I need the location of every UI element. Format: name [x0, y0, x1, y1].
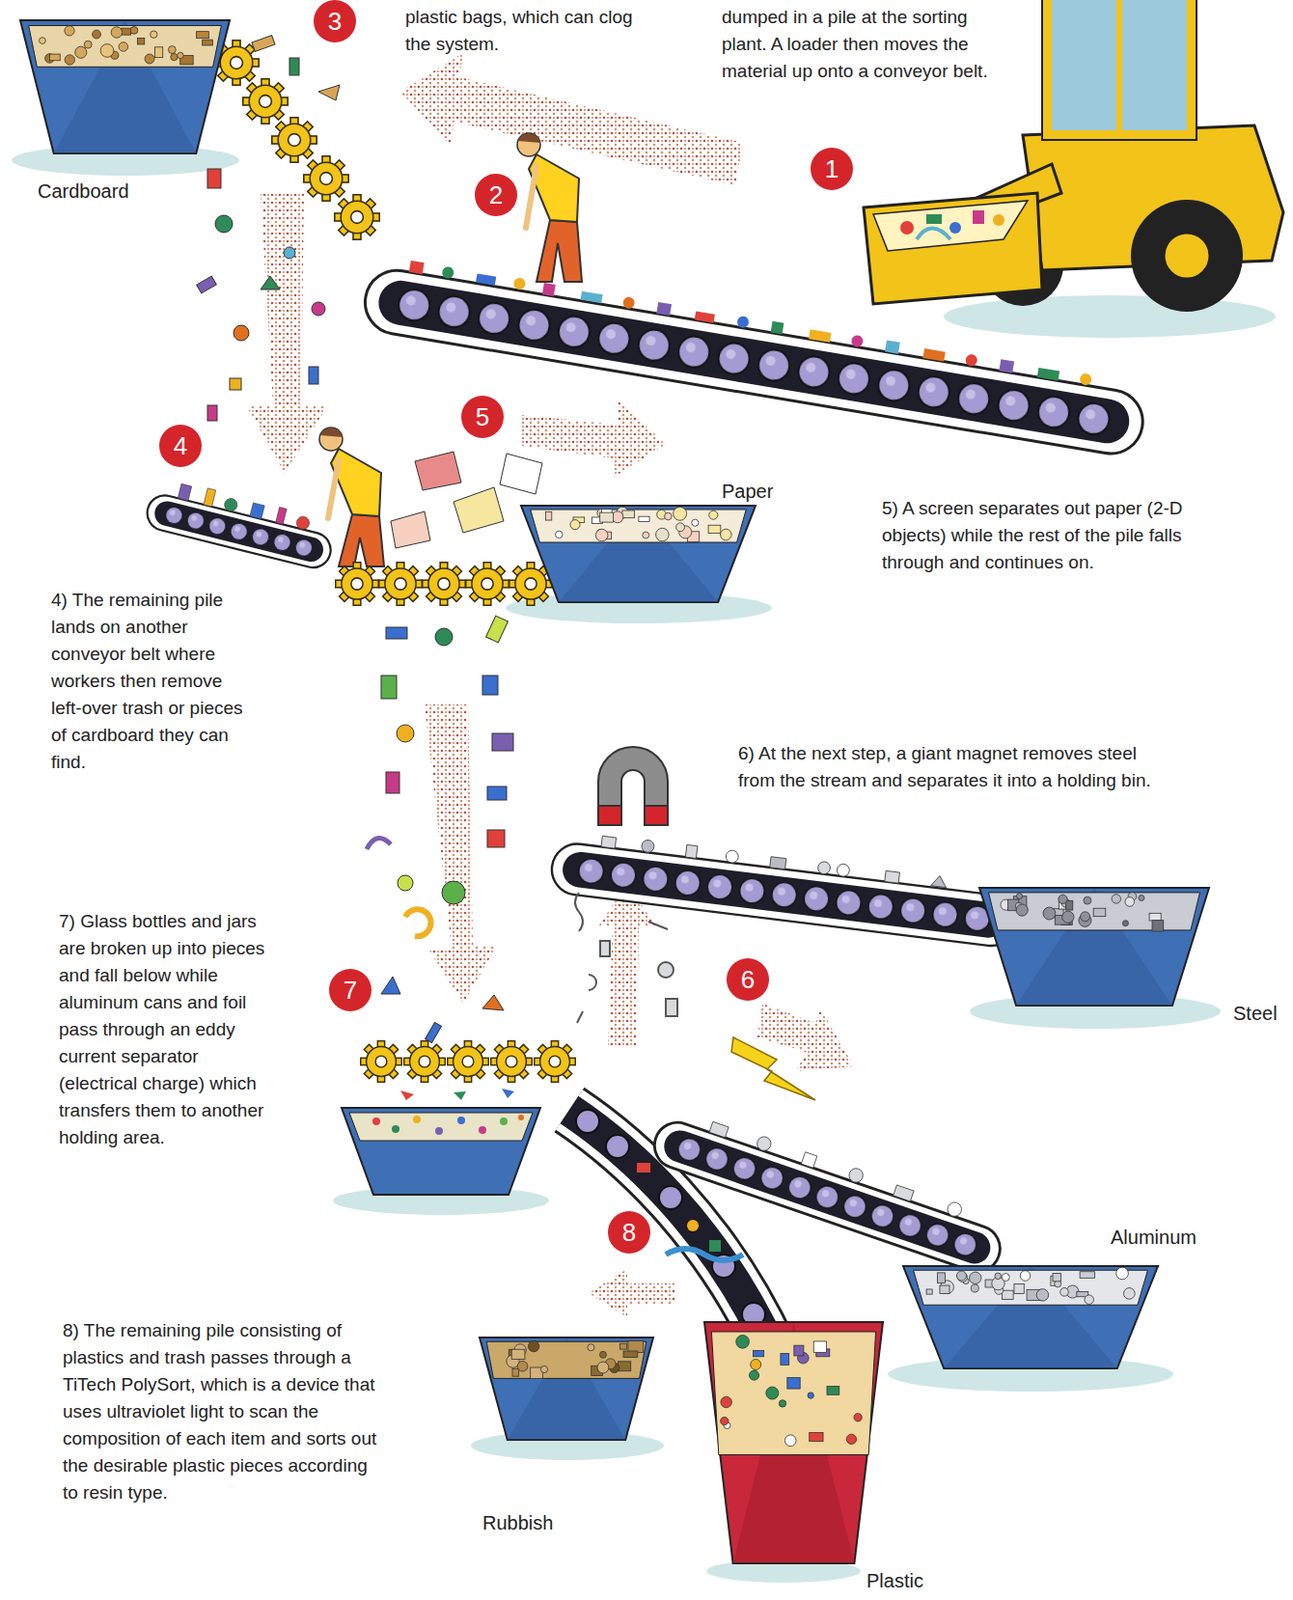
callout-number: 4: [159, 424, 202, 468]
falling-items: [196, 168, 326, 421]
bin-shape: [979, 887, 1210, 1006]
flow-arrows: [246, 53, 854, 1318]
step-note: 4) The remaining pile lands on another c…: [51, 586, 249, 776]
step-note: 8) The remaining pile consisting of plas…: [62, 1317, 386, 1507]
bin-label: Paper: [721, 479, 773, 503]
eddy-current-bolt: [731, 1037, 816, 1101]
bin-label: Aluminum: [1110, 1225, 1197, 1249]
glass-bin: [341, 1107, 541, 1195]
step-note: plastic bags, which can clog the system.: [405, 3, 647, 58]
callout-number: 6: [726, 958, 770, 1001]
callout-number: 2: [474, 173, 518, 217]
step-note: 6) At the next step, a giant magnet remo…: [738, 740, 1173, 795]
bin-shape: [479, 1337, 654, 1440]
floor-shadows: [11, 144, 1276, 1583]
callout-number: 1: [810, 147, 853, 191]
bin-shape: [704, 1321, 883, 1564]
callout-number: 3: [313, 0, 357, 43]
callout-number: 8: [607, 1210, 651, 1254]
bin-label: Plastic: [866, 1568, 924, 1593]
worker-figure: [517, 133, 582, 282]
step-note: 7) Glass bottles and jars are broken up …: [58, 907, 267, 1152]
bin-label: Rubbish: [482, 1511, 553, 1535]
collection-bin: Cardboard: [20, 20, 230, 154]
falling-items: [575, 892, 678, 1023]
collection-bin: Paper: [521, 505, 756, 603]
collection-bin: Plastic: [704, 1321, 883, 1564]
bin-label: Steel: [1233, 1001, 1278, 1025]
bin-shape: [903, 1265, 1158, 1369]
step-note: dumped in a pile at the sorting plant. A…: [721, 3, 1012, 85]
bin-shape: [20, 20, 230, 154]
conveyor-belt: [648, 1102, 1012, 1278]
collection-bin: Rubbish: [479, 1337, 654, 1440]
glass-breaker-gears: [360, 1041, 577, 1101]
step-note: 5) A screen separates out paper (2-D obj…: [881, 495, 1201, 577]
cardboard-gears: [214, 35, 380, 241]
callout-number: 7: [329, 968, 372, 1012]
magnet: [598, 746, 668, 826]
paper-screen-gears: [335, 451, 552, 606]
collection-bin: Steel: [979, 887, 1210, 1006]
callout-number: 5: [461, 395, 504, 439]
conveyor-belt: [549, 828, 1021, 949]
bin-label: Cardboard: [37, 179, 130, 203]
bin-shape: [521, 505, 756, 603]
falling-items: [366, 615, 514, 1043]
conveyor-belt: [143, 475, 339, 572]
collection-bin: Aluminum: [903, 1265, 1158, 1369]
